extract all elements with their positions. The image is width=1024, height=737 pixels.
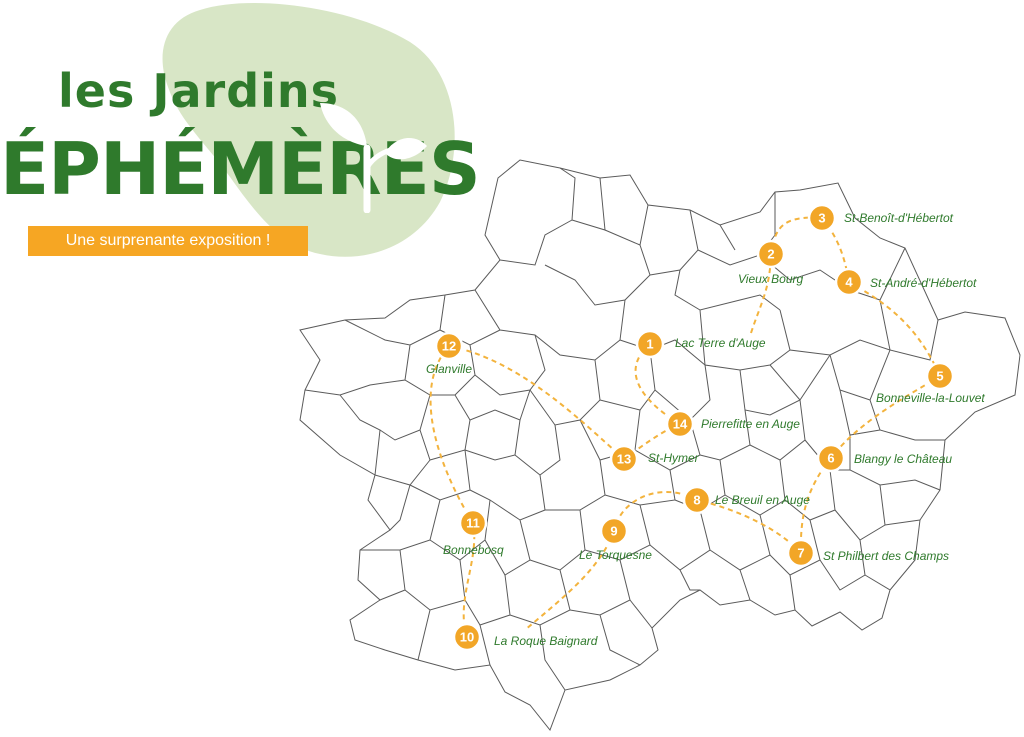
stop-pin-10[interactable]: 10: [452, 622, 482, 652]
stop-label-14: Pierrefitte en Auge: [701, 417, 800, 431]
stop-number-10: 10: [460, 630, 474, 645]
stop-number-9: 9: [610, 524, 617, 539]
stop-label-1: Lac Terre d'Auge: [675, 336, 766, 350]
stop-label-13: St-Hymer: [648, 451, 700, 465]
stop-label-8: Le Breuil en Auge: [715, 493, 810, 507]
stop-pin-2[interactable]: 2: [756, 239, 786, 269]
sprout-icon: [320, 103, 427, 213]
stop-label-6: Blangy le Château: [854, 452, 952, 466]
stop-number-7: 7: [797, 546, 804, 561]
stop-number-3: 3: [818, 211, 825, 226]
stop-number-12: 12: [442, 339, 456, 354]
stop-number-6: 6: [827, 451, 834, 466]
stop-pin-13[interactable]: 13: [609, 444, 639, 474]
stop-label-5: Bonneville-la-Louvet: [876, 391, 985, 405]
stop-pin-3[interactable]: 3: [807, 203, 837, 233]
stop-number-4: 4: [845, 275, 853, 290]
stop-label-10: La Roque Baignard: [494, 634, 598, 648]
stop-pin-7[interactable]: 7: [786, 538, 816, 568]
stop-number-5: 5: [936, 369, 943, 384]
stop-pin-4[interactable]: 4: [834, 267, 864, 297]
stop-pin-1[interactable]: 1: [635, 329, 665, 359]
stop-number-1: 1: [646, 337, 653, 352]
stop-pin-5[interactable]: 5: [925, 361, 955, 391]
stop-pin-8[interactable]: 8: [682, 485, 712, 515]
tagline-banner: Une surprenante exposition !: [28, 226, 308, 256]
stop-label-11: Bonnebosq: [443, 543, 504, 557]
stop-pin-11[interactable]: 11: [458, 508, 488, 538]
stop-number-11: 11: [466, 516, 480, 531]
stop-pins: 1 Lac Terre d'Auge 2 Vieux Bourg 3 St-Be…: [426, 203, 985, 652]
commune-boundaries: [299, 159, 1021, 731]
stop-label-7: St Philbert des Champs: [823, 549, 949, 563]
stop-pin-12[interactable]: 12: [434, 331, 464, 361]
stop-number-2: 2: [767, 247, 774, 262]
green-blob-background: [162, 3, 455, 257]
stop-number-14: 14: [673, 417, 688, 432]
stop-label-4: St-André-d'Hébertot: [870, 276, 977, 290]
stop-label-12: Glanville: [426, 362, 472, 376]
stop-pin-14[interactable]: 14: [665, 409, 695, 439]
stop-number-8: 8: [693, 493, 700, 508]
stop-label-3: St-Benoît-d'Hébertot: [844, 211, 954, 225]
stop-label-9: Le Torquesne: [579, 548, 652, 562]
stop-label-2: Vieux Bourg: [738, 272, 803, 286]
stop-pin-9[interactable]: 9: [599, 516, 629, 546]
title-line-1: les Jardins: [58, 64, 340, 118]
stop-pin-6[interactable]: 6: [816, 443, 846, 473]
stop-number-13: 13: [617, 452, 631, 467]
